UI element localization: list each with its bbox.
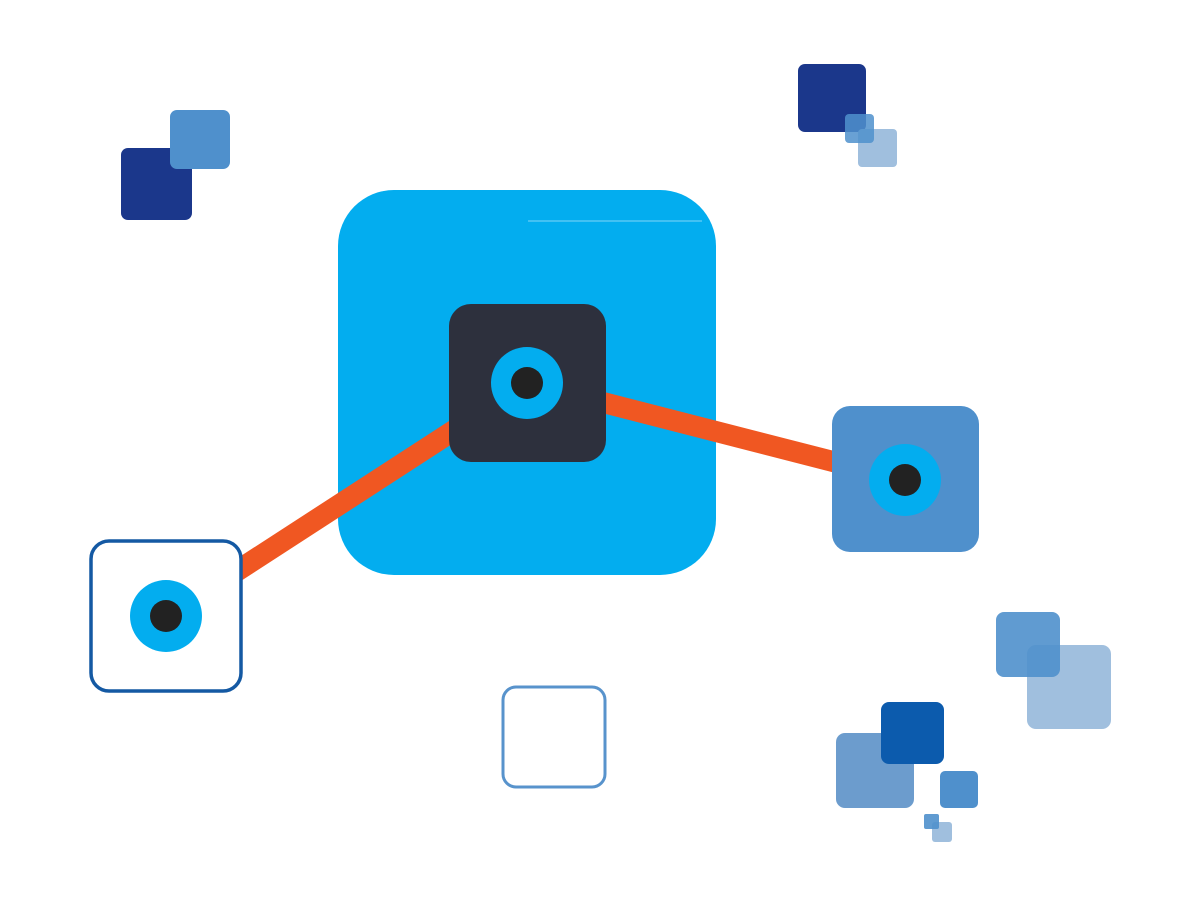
top-right-square-cluster (798, 64, 897, 167)
central-node-dot (511, 367, 543, 399)
central-node[interactable] (449, 304, 606, 462)
decor-square-mid-blue (996, 612, 1060, 677)
decor-square-royal-blue (881, 702, 944, 764)
decor-square-mid-blue-tiny (924, 814, 939, 829)
left-node[interactable] (89, 539, 243, 693)
bottom-center-empty-square (501, 685, 607, 789)
decor-square-mid-blue-small (940, 771, 978, 808)
bottom-right-square-cluster (836, 612, 1111, 842)
top-left-square-pair (121, 110, 230, 220)
decor-square-mid-blue (170, 110, 230, 169)
right-node[interactable] (832, 406, 979, 552)
left-node-dot (150, 600, 182, 632)
decor-square-mid-blue-small (845, 114, 874, 143)
right-node-dot (889, 464, 921, 496)
